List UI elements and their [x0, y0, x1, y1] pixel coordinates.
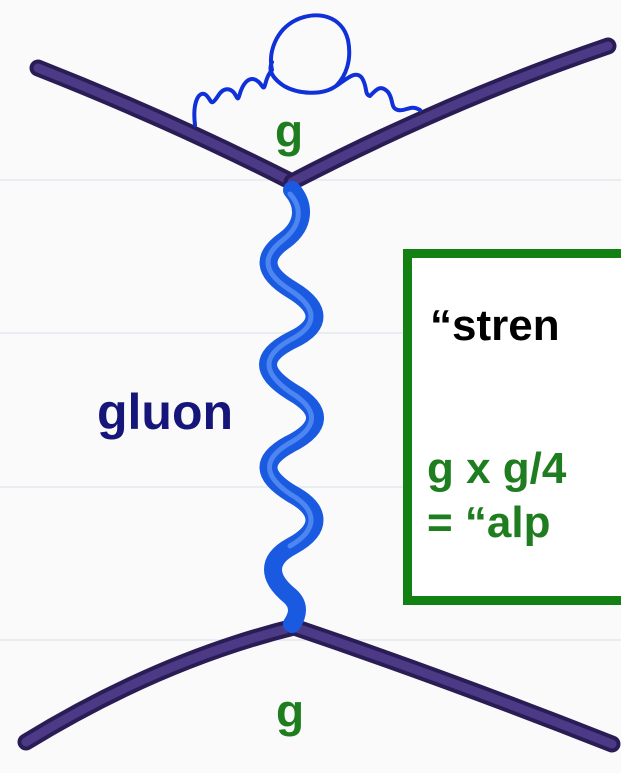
gluon-loop — [192, 13, 422, 127]
strength-box: “stren g x g/4 = “alp — [403, 249, 621, 605]
alpha-equation: = “alp — [427, 498, 551, 547]
strength-title: “stren — [430, 301, 560, 350]
coupling-label-bottom: g — [276, 685, 305, 737]
coupling-formula: g x g/4 — [427, 444, 567, 493]
gluon-highlight — [265, 191, 314, 549]
gluon-label: gluon — [97, 384, 234, 440]
bottom-quark-lines — [17, 618, 621, 753]
top-quark-lines — [29, 37, 617, 191]
coupling-label-top: g — [275, 105, 304, 157]
